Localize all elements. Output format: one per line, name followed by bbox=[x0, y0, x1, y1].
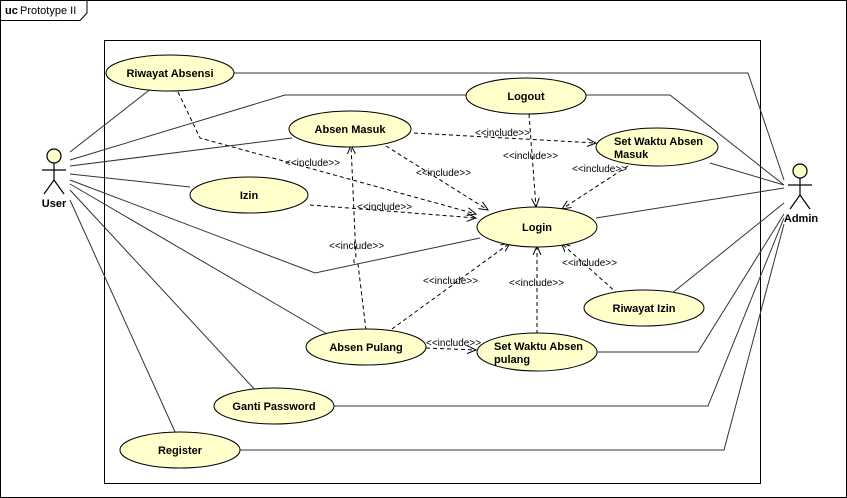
include-riwayat-izin-login bbox=[561, 243, 619, 295]
include-label: <<include>> bbox=[503, 151, 558, 162]
assoc-user-absen-masuk bbox=[69, 137, 293, 167]
usecase-izin[interactable]: Izin bbox=[189, 176, 309, 214]
associations bbox=[69, 72, 785, 451]
include-logout-login bbox=[528, 113, 536, 207]
usecase-absen-masuk[interactable]: Absen Masuk bbox=[288, 110, 412, 148]
include-label: <<include>> bbox=[357, 202, 412, 213]
include-absen-masuk-login bbox=[385, 145, 488, 210]
include-label: <<include>> bbox=[329, 241, 384, 252]
assoc-admin-riwayat-izin bbox=[665, 202, 785, 299]
assoc-user-izin bbox=[69, 173, 191, 188]
include-absen-pulang-absen-masuk bbox=[351, 145, 367, 331]
usecase-label: Set Waktu Absen bbox=[494, 341, 583, 353]
include-label: <<include>> bbox=[475, 128, 530, 139]
usecase-label: Riwayat Absensi bbox=[126, 68, 213, 80]
include-label: <<include>> bbox=[416, 168, 471, 179]
include-riwayat-absensi-login bbox=[177, 91, 476, 214]
usecase-label-line2: Masuk bbox=[614, 149, 649, 161]
usecase-label: Logout bbox=[507, 91, 545, 103]
usecase-label: Absen Pulang bbox=[329, 342, 402, 354]
actor-user[interactable] bbox=[42, 148, 66, 195]
usecase-label: Register bbox=[158, 445, 203, 457]
assoc-user-logout bbox=[69, 94, 466, 161]
assoc-admin-logout bbox=[586, 94, 785, 186]
include-label: <<include>> bbox=[562, 258, 617, 269]
usecase-label: Riwayat Izin bbox=[613, 303, 676, 315]
usecase-absen-pulang[interactable]: Absen Pulang bbox=[305, 328, 427, 366]
include-set-waktu-masuk-login bbox=[562, 165, 629, 209]
include-absen-masuk-set-waktu-masuk bbox=[413, 132, 596, 143]
include-label: <<include>> bbox=[423, 276, 478, 287]
frame-name-tab bbox=[0, 0, 88, 21]
assoc-user-register bbox=[69, 199, 177, 435]
usecase-label: Login bbox=[522, 222, 552, 234]
usecase-label: Izin bbox=[240, 190, 259, 202]
usecase-ganti-password[interactable]: Ganti Password bbox=[213, 387, 335, 425]
include-label: <<include>> bbox=[572, 164, 627, 175]
usecase-register[interactable]: Register bbox=[119, 431, 241, 469]
assoc-admin-set-waktu-masuk bbox=[709, 162, 785, 186]
actor-admin[interactable] bbox=[788, 163, 812, 210]
include-label: <<include>> bbox=[426, 338, 481, 349]
usecase-label: Set Waktu Absen bbox=[614, 136, 703, 148]
assoc-admin-riwayat-absensi bbox=[234, 72, 785, 181]
assoc-admin-login bbox=[595, 187, 785, 219]
use-cases: Riwayat Absensi Logout Absen Masuk Set W… bbox=[105, 54, 719, 469]
actor-user-label: User bbox=[42, 198, 67, 210]
usecase-set-waktu-absen-masuk[interactable]: Set Waktu Absen Masuk bbox=[595, 127, 719, 167]
assoc-user-absen-pulang bbox=[69, 183, 335, 339]
usecase-logout[interactable]: Logout bbox=[465, 77, 587, 115]
frame-title: Prototype II bbox=[20, 5, 76, 17]
usecase-label: Ganti Password bbox=[232, 401, 315, 413]
assoc-user-riwayat-absensi bbox=[69, 87, 153, 153]
assoc-user-ganti-password bbox=[69, 189, 259, 394]
include-absen-pulang-set-waktu-pulang bbox=[425, 348, 476, 350]
usecase-riwayat-izin[interactable]: Riwayat Izin bbox=[583, 289, 705, 327]
include-dependencies bbox=[177, 91, 629, 350]
usecase-riwayat-absensi[interactable]: Riwayat Absensi bbox=[105, 54, 235, 92]
assoc-admin-set-waktu-pulang bbox=[596, 213, 785, 353]
include-absen-pulang-login bbox=[391, 243, 510, 330]
usecase-set-waktu-absen-pulang[interactable]: Set Waktu Absen pulang bbox=[476, 332, 598, 372]
system-boundary bbox=[104, 40, 761, 484]
include-labels: <<include>> <<include>> <<include>> <<in… bbox=[285, 128, 627, 349]
usecase-label: Absen Masuk bbox=[315, 124, 387, 136]
include-label: <<include>> bbox=[509, 278, 564, 289]
actor-admin-label: Admin bbox=[784, 213, 819, 225]
assoc-admin-register bbox=[234, 223, 785, 451]
actor-head-icon bbox=[792, 163, 808, 179]
usecase-login[interactable]: Login bbox=[476, 206, 598, 248]
frame-keyword: uc bbox=[5, 5, 18, 17]
assoc-user-login bbox=[69, 179, 481, 274]
actor-head-icon bbox=[46, 148, 62, 164]
include-label: <<include>> bbox=[285, 158, 340, 169]
usecase-label-line2: pulang bbox=[494, 354, 530, 366]
assoc-admin-ganti-password bbox=[332, 217, 785, 407]
